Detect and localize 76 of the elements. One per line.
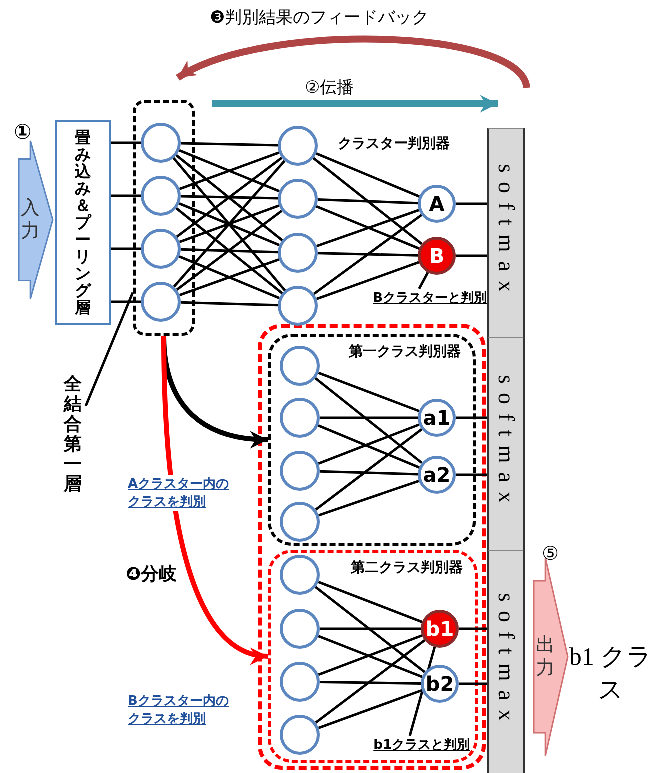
connection-line <box>314 377 423 464</box>
neuron-circle: a2 <box>418 456 456 494</box>
connection-line <box>320 681 422 685</box>
branch-arrow <box>162 336 268 663</box>
neuron-circle <box>280 609 320 649</box>
neuron-circle: b2 <box>421 665 459 703</box>
connection-line <box>318 689 423 730</box>
callout-text: Bクラスターと判別 <box>342 289 487 307</box>
connection-line <box>180 195 278 200</box>
connection-line <box>318 372 420 412</box>
leader-line <box>84 292 134 407</box>
neuron-circle <box>278 126 318 166</box>
layer-label: クラスター判別器 <box>338 135 450 153</box>
neuron-circle <box>141 176 181 216</box>
connection-line <box>456 254 487 258</box>
connection-line <box>315 586 426 674</box>
connection-line <box>459 682 487 686</box>
neuron-circle: a1 <box>418 399 456 437</box>
connection-line <box>316 261 420 300</box>
connection-line <box>111 194 141 198</box>
group-heading: 第二クラス判別器 <box>351 559 463 577</box>
dashed-group-box <box>268 550 478 763</box>
connection-line <box>180 248 278 254</box>
connection-line <box>180 301 278 307</box>
connection-line <box>111 300 141 304</box>
neuron-circle <box>141 229 181 269</box>
neuron-circle <box>278 179 318 219</box>
connection-line <box>316 152 420 198</box>
connection-line <box>315 428 423 511</box>
callout-text: b1クラスと判別 <box>345 736 470 754</box>
softmax-bar: softmax <box>487 337 525 550</box>
neuron-circle <box>280 715 320 755</box>
softmax-bar: softmax <box>487 550 525 773</box>
dashed-group-box <box>268 334 476 546</box>
neuron-circle: B <box>418 237 456 275</box>
dashed-group-box <box>133 100 195 336</box>
result-text: b1 クラス <box>568 643 654 706</box>
neuron-circle <box>141 282 181 322</box>
connection-line <box>456 474 487 476</box>
step-label: ❹分岐 <box>126 563 178 586</box>
neuron-circle <box>280 346 320 386</box>
neuron-circle <box>141 123 181 163</box>
connection-line <box>320 470 418 476</box>
neuron-circle <box>280 451 320 491</box>
connection-line <box>313 214 422 296</box>
neuron-circle: b1 <box>421 610 459 648</box>
connection-line <box>312 157 423 246</box>
softmax-bar: softmax <box>487 128 525 337</box>
connection-line <box>318 480 420 517</box>
connection-line <box>111 142 141 144</box>
leader-line <box>418 272 430 290</box>
connection-line <box>318 252 418 257</box>
connection-line <box>459 628 487 630</box>
connection-line <box>320 416 418 420</box>
connection-line <box>318 581 423 624</box>
step-label: ❸判別結果のフィードバック <box>210 7 430 29</box>
input-arrow: 入力 <box>18 140 54 300</box>
neuron-circle <box>280 662 320 702</box>
connection-line <box>315 639 426 724</box>
neuron-circle <box>280 555 320 595</box>
connection-line <box>320 628 421 630</box>
connection-line <box>111 248 141 250</box>
neuron-circle: A <box>418 185 456 223</box>
connection-line <box>456 416 487 420</box>
layer-box: 畳み込み＆プーリング層 <box>55 120 111 325</box>
callout-text: 全結合第一層 <box>60 375 86 500</box>
step-label: ②伝播 <box>305 77 354 99</box>
connection-line <box>180 142 278 147</box>
neuron-circle <box>280 502 320 542</box>
connection-line <box>456 202 487 206</box>
connection-line <box>318 198 418 205</box>
neuron-circle <box>278 286 318 326</box>
neuron-circle <box>278 233 318 273</box>
group-heading: 第一クラス判別器 <box>349 343 461 361</box>
neuron-circle <box>280 398 320 438</box>
dashed-group-box <box>258 324 486 770</box>
